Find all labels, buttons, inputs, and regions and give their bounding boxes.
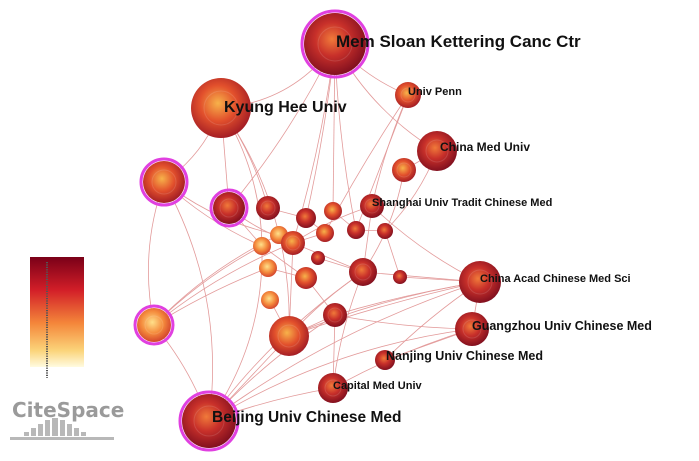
link-edge bbox=[334, 314, 473, 330]
logo-text: CiteSpace bbox=[12, 398, 124, 422]
institution-node-n20[interactable] bbox=[323, 303, 347, 327]
link-edge bbox=[332, 328, 473, 389]
institution-node-n18[interactable] bbox=[295, 267, 317, 289]
institution-node-n5[interactable] bbox=[256, 196, 280, 220]
link-edge bbox=[208, 245, 263, 422]
node-inner-ring bbox=[285, 235, 301, 251]
time-legend bbox=[30, 257, 84, 378]
label-msk: Mem Sloan Kettering Canc Ctr bbox=[336, 32, 581, 51]
label-bucm: Beijing Univ Chinese Med bbox=[212, 409, 401, 426]
institution-node-n16[interactable] bbox=[393, 270, 407, 284]
institution-node-n8[interactable] bbox=[347, 221, 365, 239]
node-inner-ring bbox=[219, 198, 239, 218]
node-inner-ring bbox=[467, 269, 493, 295]
institution-node-cacms[interactable] bbox=[459, 261, 501, 303]
institution-node-n4[interactable] bbox=[392, 158, 416, 182]
link-edge bbox=[163, 181, 213, 422]
link-edge bbox=[371, 94, 409, 207]
link-edge bbox=[332, 271, 364, 389]
institution-node-n17[interactable] bbox=[259, 259, 277, 277]
label-ccmu: Capital Med Univ bbox=[333, 380, 423, 392]
node-inner-ring bbox=[203, 90, 239, 126]
node-inner-ring bbox=[354, 263, 372, 281]
centrality-ring bbox=[133, 304, 175, 346]
institution-node-njucm[interactable] bbox=[375, 350, 395, 370]
node-inner-ring bbox=[151, 169, 177, 195]
label-njucm: Nanjing Univ Chinese Med bbox=[386, 349, 543, 363]
node-inner-ring bbox=[396, 162, 412, 178]
link-edge bbox=[208, 328, 473, 422]
institution-node-n2[interactable] bbox=[213, 192, 245, 224]
institution-node-cmu[interactable] bbox=[417, 131, 457, 171]
centrality-ring bbox=[139, 157, 189, 207]
label-shutcm: Shanghai Univ Tradit Chinese Med bbox=[372, 197, 552, 209]
label-layer: Mem Sloan Kettering Canc Ctr Kyung Hee U… bbox=[212, 32, 652, 426]
node-inner-ring bbox=[425, 139, 449, 163]
node-inner-ring bbox=[260, 200, 276, 216]
node-layer bbox=[133, 9, 501, 452]
node-inner-ring bbox=[193, 405, 225, 437]
node-inner-ring bbox=[400, 87, 416, 103]
institution-node-n14[interactable] bbox=[311, 251, 325, 265]
node-inner-ring bbox=[144, 315, 164, 335]
institution-node-n19[interactable] bbox=[261, 291, 279, 309]
logo-books-icon bbox=[10, 418, 114, 440]
institution-node-n7[interactable] bbox=[324, 202, 342, 220]
institution-node-n3[interactable] bbox=[137, 308, 171, 342]
label-khu: Kyung Hee Univ bbox=[224, 99, 347, 116]
institution-node-n9[interactable] bbox=[377, 223, 393, 239]
institution-node-n10[interactable] bbox=[316, 224, 334, 242]
label-gzucm: Guangzhou Univ Chinese Med bbox=[472, 319, 652, 333]
institution-node-n21[interactable] bbox=[269, 316, 309, 356]
institution-node-msk[interactable] bbox=[304, 13, 366, 75]
node-inner-ring bbox=[462, 319, 482, 339]
node-inner-ring bbox=[317, 26, 353, 62]
institution-node-n13[interactable] bbox=[253, 237, 271, 255]
node-inner-ring bbox=[327, 307, 343, 323]
institution-node-n1[interactable] bbox=[143, 161, 185, 203]
institution-node-upenn[interactable] bbox=[395, 82, 421, 108]
citespace-logo: CiteSpace bbox=[10, 398, 124, 440]
institution-node-n15[interactable] bbox=[349, 258, 377, 286]
legend-gradient-bar bbox=[30, 257, 84, 367]
link-edge bbox=[208, 281, 481, 422]
centrality-ring bbox=[178, 390, 240, 452]
institution-node-gzucm[interactable] bbox=[455, 312, 489, 346]
institution-node-khu[interactable] bbox=[191, 78, 251, 138]
link-edge bbox=[288, 281, 481, 337]
node-inner-ring bbox=[324, 379, 342, 397]
centrality-ring bbox=[209, 188, 249, 228]
institution-node-n12[interactable] bbox=[281, 231, 305, 255]
institution-node-ccmu[interactable] bbox=[318, 373, 348, 403]
institution-node-shutcm[interactable] bbox=[360, 194, 384, 218]
link-edge bbox=[362, 169, 405, 273]
label-cacms: China Acad Chinese Med Sci bbox=[480, 273, 631, 285]
institution-node-n6[interactable] bbox=[296, 208, 316, 228]
label-cmu: China Med Univ bbox=[440, 140, 530, 154]
node-inner-ring bbox=[277, 324, 301, 348]
node-inner-ring bbox=[364, 198, 380, 214]
link-edge bbox=[355, 94, 409, 231]
institution-node-bucm[interactable] bbox=[182, 394, 236, 448]
link-edge bbox=[288, 281, 481, 337]
label-upenn: Univ Penn bbox=[408, 86, 462, 98]
centrality-ring bbox=[300, 9, 370, 79]
